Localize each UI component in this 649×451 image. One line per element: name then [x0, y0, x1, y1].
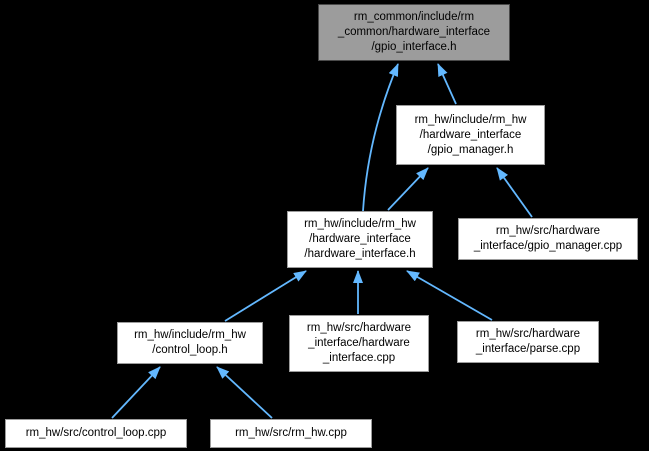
edge-control-loop-h-to-hardware-interface-h	[224, 270, 307, 322]
node-label-line: _common/hardware_interface	[337, 26, 491, 38]
node-label-line: /control_loop.h	[152, 344, 228, 356]
node-label-line: rm_hw/src/rm_hw.cpp	[235, 427, 347, 439]
node-label-line: _interface.cpp	[322, 352, 396, 364]
node-label-line: rm_hw/src/hardware	[495, 225, 601, 237]
graph-node-hardware-interface-h[interactable]: rm_hw/include/rm_hw/hardware_interface/h…	[287, 211, 433, 268]
node-label-line: _interface/gpio_manager.cpp	[473, 240, 623, 252]
node-label-line: rm_hw/include/rm_hw	[304, 218, 416, 230]
node-label-line: /hardware_interface	[309, 233, 411, 245]
edge-hardware-interface-h-to-gpio-manager-h	[387, 167, 429, 211]
node-label-line: _interface/hardware	[308, 337, 410, 349]
node-label-line: /gpio_interface.h	[371, 41, 457, 53]
graph-node-control-loop-cpp[interactable]: rm_hw/src/control_loop.cpp	[5, 419, 187, 448]
graph-node-parse-cpp[interactable]: rm_hw/src/hardware _interface/parse.cpp	[457, 321, 599, 363]
graph-node-gpio-interface-h[interactable]: rm_common/include/rm _common/hardware_int…	[318, 4, 510, 61]
edge-rm-hw-cpp-to-control-loop-h	[216, 366, 273, 419]
edge-parse-cpp-to-hardware-interface-h	[406, 270, 493, 321]
node-label-line: rm_hw/src/control_loop.cpp	[25, 427, 167, 439]
node-label-line: rm_hw/src/hardware	[306, 322, 412, 334]
node-label-line: rm_hw/src/hardware	[475, 328, 581, 340]
graph-node-gpio-manager-h[interactable]: rm_hw/include/rm_hw/hardware_interface/g…	[396, 105, 545, 165]
node-label-line: /gpio_manager.h	[427, 143, 514, 156]
graph-node-hardware-interface-cpp[interactable]: rm_hw/src/hardware _interface/hardware _in…	[289, 315, 429, 372]
node-label-line: rm_hw/include/rm_hw	[134, 329, 246, 341]
graph-node-rm-hw-cpp[interactable]: rm_hw/src/rm_hw.cpp	[210, 419, 372, 448]
graph-node-control-loop-h[interactable]: rm_hw/include/rm_hw/control_loop.h	[117, 322, 263, 364]
edge-gpio-manager-h-to-gpio-interface-h	[437, 63, 457, 105]
edge-hardware-interface-h-to-gpio-interface-h	[362, 63, 399, 212]
edge-gpio-manager-cpp-to-gpio-manager-h	[496, 167, 533, 218]
node-label-line: rm_common/include/rm	[353, 11, 475, 23]
graph-node-gpio-manager-cpp[interactable]: rm_hw/src/hardware _interface/gpio_manage…	[458, 218, 638, 260]
node-label-line: rm_hw/include/rm_hw	[414, 113, 527, 126]
edge-control-loop-cpp-to-control-loop-h	[111, 366, 161, 419]
node-label-line: _interface/parse.cpp	[475, 343, 581, 355]
node-label-line: /hardware_interface	[419, 128, 522, 141]
node-label-line: /hardware_interface.h	[304, 248, 416, 260]
